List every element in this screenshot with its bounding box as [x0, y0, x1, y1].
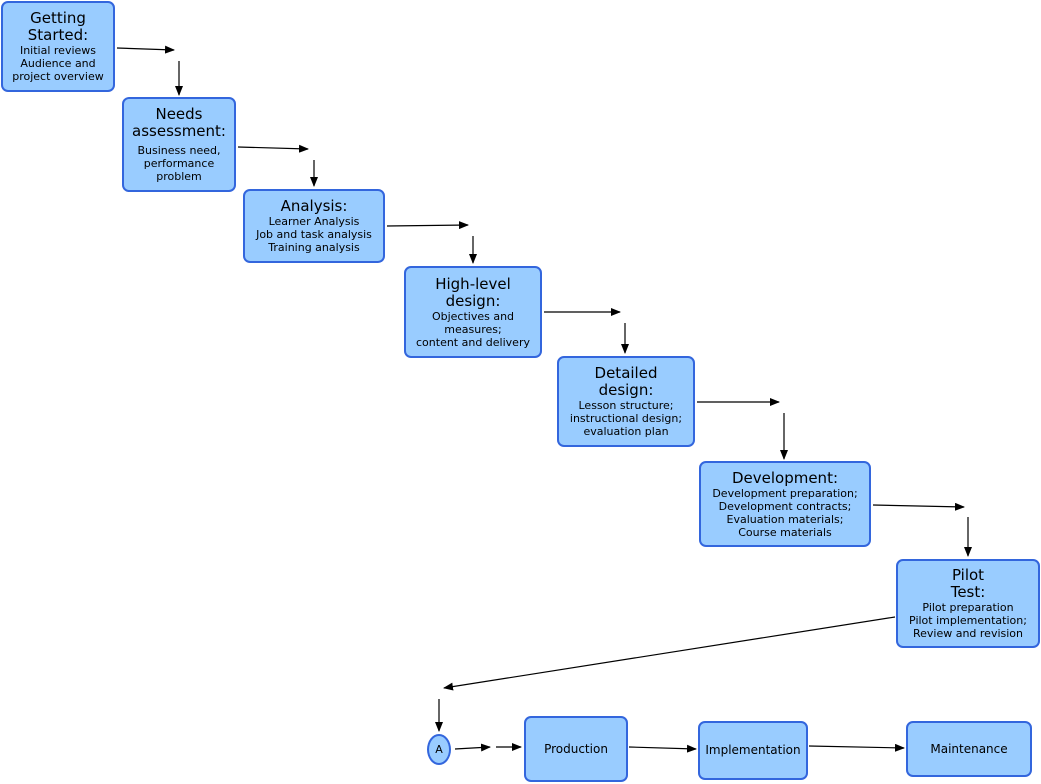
stage-title-line: design: [598, 381, 654, 399]
stage-detail-line: Objectives and [431, 309, 515, 323]
stage-detail-line: Pilot implementation; [909, 614, 1027, 627]
stage-detail-line: Development contracts; [718, 499, 852, 513]
stage-detail-line: Course materials [738, 525, 832, 539]
arrow-implementation-maintenance [808, 743, 905, 752]
stage-detailed-design: Detailed design: Lesson structure; instr… [557, 356, 695, 447]
arrow-a-right [454, 743, 491, 752]
stage-title-line: Maintenance [930, 741, 1008, 756]
stage-title-line: Needs [155, 105, 203, 123]
stage-maintenance: Maintenance [906, 721, 1032, 777]
stage-detail-line: Lesson structure; [578, 399, 674, 412]
stage-title-line: High-level [435, 274, 511, 293]
arrow-6-right [872, 502, 965, 511]
arrow-3-right [386, 221, 469, 230]
stage-implementation: Implementation [698, 721, 808, 780]
stage-detail-line: project overview [12, 70, 104, 83]
stage-pilot-test: Pilot Test: Pilot preparation Pilot impl… [896, 559, 1040, 648]
stage-detail-line: Business need, [137, 144, 221, 157]
connector-a: A [427, 734, 451, 765]
stage-title-line: Getting [30, 9, 86, 27]
stage-detail-line: Job and task analysis [256, 228, 372, 241]
stage-title-line: Pilot [951, 566, 985, 584]
stage-high-level-design: High-level design: Objectives and measur… [404, 266, 542, 358]
stage-detail-line: evaluation plan [583, 425, 669, 438]
stage-title-line: Test: [950, 583, 986, 601]
stage-title-line: Analysis: [280, 197, 348, 215]
stage-detail-line: Initial reviews [19, 44, 97, 57]
stage-detail-line: instructional design; [569, 412, 683, 425]
stage-title-line: Production [544, 741, 608, 756]
stage-needs-assessment: Needs assessment: Business need, perform… [122, 97, 236, 192]
stage-title-line: assessment: [132, 122, 226, 140]
stage-title-line: Development: [731, 468, 839, 487]
stage-detail-line: Development preparation; [712, 486, 858, 500]
stage-detail-line: Evaluation materials; [726, 512, 844, 526]
stage-detail-line: performance [143, 157, 215, 170]
stage-development: Development: Development preparation; De… [699, 461, 871, 547]
arrow-7-return [443, 616, 896, 691]
stage-detail-line: Learner Analysis [268, 215, 360, 228]
stage-analysis: Analysis: Learner Analysis Job and task … [243, 189, 385, 263]
stage-detail-line: Audience and [20, 57, 96, 70]
stage-detail-line: measures; [444, 322, 502, 336]
arrow-production-implementation [628, 744, 697, 753]
stage-detail-line: content and delivery [416, 335, 530, 349]
stage-detail-line: Pilot preparation [922, 601, 1014, 614]
stage-title-line: Detailed [594, 364, 658, 382]
stage-title-line: Started: [27, 26, 89, 44]
stage-detail-line: problem [156, 170, 202, 183]
stage-production: Production [524, 716, 628, 782]
stage-title-line: Implementation [705, 743, 801, 757]
stage-title-line: design: [445, 291, 501, 310]
stage-detail-line: Training analysis [268, 241, 360, 254]
stage-getting-started: Getting Started: Initial reviews Audienc… [1, 1, 115, 92]
arrow-2-right [237, 144, 309, 153]
arrow-1-right [116, 45, 175, 54]
stage-detail-line: Review and revision [912, 627, 1024, 640]
